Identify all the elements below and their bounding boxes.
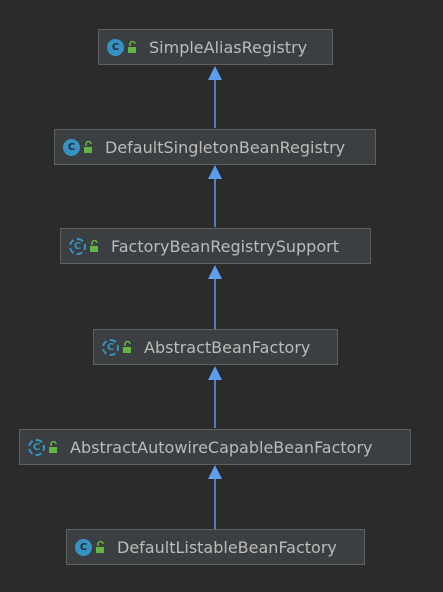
class-name: DefaultListableBeanFactory bbox=[117, 537, 337, 557]
class-name: FactoryBeanRegistrySupport bbox=[111, 236, 339, 256]
abstract-class-icon: C bbox=[69, 237, 86, 255]
class-icon: C bbox=[63, 138, 80, 156]
public-lock-icon bbox=[89, 240, 100, 252]
public-lock-icon bbox=[127, 41, 138, 53]
public-lock-icon bbox=[95, 541, 106, 553]
class-name: AbstractAutowireCapableBeanFactory bbox=[70, 437, 373, 457]
class-node-default-singleton-bean-registry[interactable]: C DefaultSingletonBeanRegistry bbox=[54, 129, 376, 165]
class-node-abstract-bean-factory[interactable]: C AbstractBeanFactory bbox=[93, 329, 338, 365]
class-node-simple-alias-registry[interactable]: C SimpleAliasRegistry bbox=[98, 29, 333, 65]
class-name: SimpleAliasRegistry bbox=[149, 37, 308, 57]
class-name: AbstractBeanFactory bbox=[144, 337, 311, 357]
class-node-abstract-autowire-capable-bean-factory[interactable]: C AbstractAutowireCapableBeanFactory bbox=[19, 429, 411, 465]
abstract-class-icon: C bbox=[102, 338, 119, 356]
edge-n5-to-n4 bbox=[208, 366, 222, 428]
public-lock-icon bbox=[48, 441, 59, 453]
class-name: DefaultSingletonBeanRegistry bbox=[105, 137, 346, 157]
edge-n6-to-n5 bbox=[208, 465, 222, 529]
class-icon: C bbox=[107, 38, 124, 56]
public-lock-icon bbox=[122, 341, 133, 353]
edge-n2-to-n1 bbox=[208, 66, 222, 128]
abstract-class-icon: C bbox=[28, 438, 45, 456]
class-node-default-listable-bean-factory[interactable]: C DefaultListableBeanFactory bbox=[66, 529, 365, 565]
class-node-factory-bean-registry-support[interactable]: C FactoryBeanRegistrySupport bbox=[60, 228, 371, 264]
edge-n4-to-n3 bbox=[208, 265, 222, 329]
edge-n3-to-n2 bbox=[208, 165, 222, 227]
class-icon: C bbox=[75, 538, 92, 556]
public-lock-icon bbox=[83, 141, 94, 153]
